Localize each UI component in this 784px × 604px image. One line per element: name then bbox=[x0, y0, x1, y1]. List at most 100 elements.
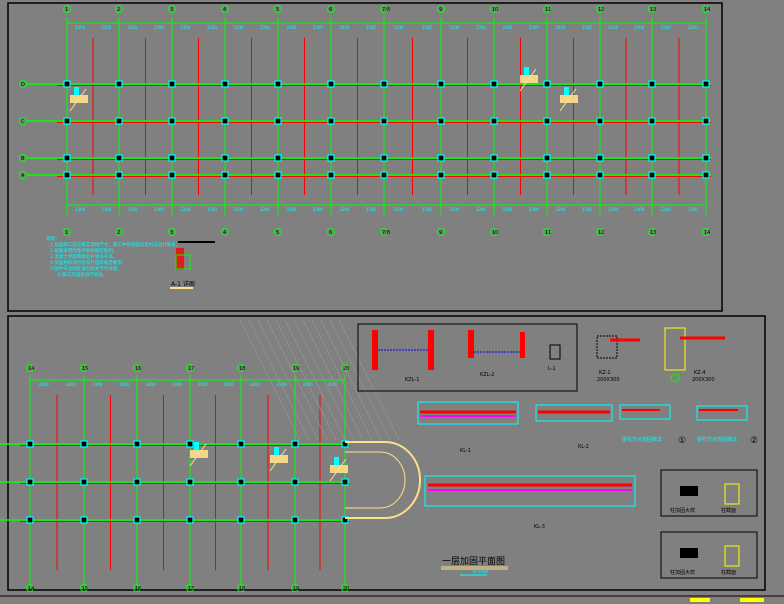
dimension-text: 3300 bbox=[207, 25, 218, 30]
beam-label: KL-2 bbox=[578, 444, 589, 450]
dimension-text: 3300 bbox=[277, 382, 288, 387]
column-marker bbox=[437, 80, 445, 88]
leader-line bbox=[189, 443, 207, 467]
axis-bubble bbox=[648, 5, 656, 13]
column-marker bbox=[133, 516, 141, 524]
axis-label: 14 bbox=[28, 586, 34, 592]
column-marker bbox=[168, 171, 176, 179]
column-marker bbox=[115, 117, 123, 125]
column-marker bbox=[133, 478, 141, 486]
box-caption: 柱截面 bbox=[721, 569, 736, 576]
hatch-line bbox=[248, 319, 310, 441]
dimension-text: 3300 bbox=[223, 382, 234, 387]
dimension-text: 3300 bbox=[608, 25, 619, 30]
axis-bubble bbox=[221, 5, 229, 13]
hatch-line bbox=[293, 319, 355, 441]
dimension-text: 3300 bbox=[75, 25, 86, 30]
column-marker bbox=[543, 80, 551, 88]
axis-label: 13 bbox=[650, 7, 656, 13]
column-marker bbox=[341, 478, 349, 486]
column-sections: KZ-1 200X300 KZ-4 200X300 bbox=[596, 327, 725, 383]
detail-a1-label: A-1 详图 bbox=[171, 280, 195, 288]
annotation-marker bbox=[564, 87, 569, 95]
column-marker bbox=[490, 80, 498, 88]
axis-label: 14 bbox=[704, 7, 710, 13]
axis-label: 3 bbox=[170, 7, 173, 13]
dimension-text: 3300 bbox=[582, 25, 593, 30]
note-line: 2.植筋采用改性环氧树脂胶粘剂。 bbox=[50, 247, 117, 254]
axis-bubble bbox=[168, 228, 176, 236]
section-size: 200X300 bbox=[692, 377, 715, 383]
beam-label: KL-1 bbox=[460, 448, 471, 454]
column-marker bbox=[327, 171, 335, 179]
plan-title: 一层加固平面图 bbox=[442, 556, 505, 567]
column-marker bbox=[115, 80, 123, 88]
column-marker bbox=[221, 80, 229, 88]
box-caption: 柱截面 bbox=[721, 507, 736, 514]
axis-label: 19 bbox=[293, 366, 299, 372]
dimension-text: 3300 bbox=[66, 382, 77, 387]
axis-bubble bbox=[648, 228, 656, 236]
dimension-text: 3300 bbox=[366, 207, 377, 212]
axis-bubble bbox=[274, 228, 282, 236]
column-marker bbox=[702, 80, 710, 88]
dimension-text: 3300 bbox=[260, 25, 271, 30]
dimension-text: 3300 bbox=[92, 382, 103, 387]
node-label: 梁柱节点加固做法 bbox=[622, 436, 662, 443]
dimension-text: 3300 bbox=[260, 207, 271, 212]
column-marker bbox=[648, 117, 656, 125]
dimension-text: 3300 bbox=[582, 207, 593, 212]
dimension-text: 3300 bbox=[634, 25, 645, 30]
column-marker bbox=[327, 117, 335, 125]
dimension-text: 3300 bbox=[661, 25, 672, 30]
axis-label: 10 bbox=[492, 230, 498, 236]
column-marker bbox=[596, 80, 604, 88]
dimension-text: 3300 bbox=[154, 207, 165, 212]
note-line: 说明： bbox=[46, 235, 60, 242]
axis-bubble bbox=[702, 5, 710, 13]
axis-bubble bbox=[133, 364, 141, 372]
row-bubble bbox=[19, 117, 27, 125]
annotation-marker bbox=[524, 67, 529, 75]
leader-line bbox=[69, 88, 87, 112]
column-marker bbox=[380, 171, 388, 179]
dimension-text: 3300 bbox=[286, 25, 297, 30]
axis-label: 15 bbox=[82, 586, 88, 592]
dimension-text: 3300 bbox=[393, 207, 404, 212]
axis-bubble bbox=[490, 5, 498, 13]
dimension-text: 3300 bbox=[75, 207, 86, 212]
dimension-text: 3300 bbox=[393, 25, 404, 30]
column-marker bbox=[80, 440, 88, 448]
row-label: A bbox=[21, 173, 25, 179]
annotation-marker bbox=[194, 442, 199, 450]
axis-label: 17 bbox=[188, 366, 194, 372]
axis-label: 1 bbox=[65, 230, 68, 236]
column-marker bbox=[63, 171, 71, 179]
axis-label: 20 bbox=[343, 586, 349, 592]
dimension-text: 3300 bbox=[101, 25, 112, 30]
column-marker bbox=[380, 80, 388, 88]
leader-line bbox=[559, 88, 577, 112]
hatch-line bbox=[239, 319, 301, 441]
dimension-text: 3300 bbox=[555, 25, 566, 30]
dimension-text: 3300 bbox=[180, 207, 191, 212]
status-mark bbox=[740, 598, 764, 602]
beam-details: KL-1 KL-2 KL-3 梁柱节点加固做法 梁柱节点加固做法 ① ② bbox=[417, 401, 758, 530]
column-marker bbox=[168, 154, 176, 162]
leader-line bbox=[519, 68, 537, 92]
column-marker bbox=[26, 478, 34, 486]
column-marker bbox=[168, 117, 176, 125]
hatch-line bbox=[338, 319, 400, 441]
axis-label: 20 bbox=[343, 366, 349, 372]
axis-bubble bbox=[115, 228, 123, 236]
leader-line bbox=[329, 458, 347, 482]
dimension-text: 3300 bbox=[101, 207, 112, 212]
dimension-text: 3300 bbox=[207, 207, 218, 212]
dimension-text: 3300 bbox=[688, 25, 699, 30]
dimension-text: 3300 bbox=[250, 382, 261, 387]
curved-ramp-inner bbox=[345, 451, 406, 509]
column-marker bbox=[80, 516, 88, 524]
axis-bubble bbox=[437, 228, 445, 236]
